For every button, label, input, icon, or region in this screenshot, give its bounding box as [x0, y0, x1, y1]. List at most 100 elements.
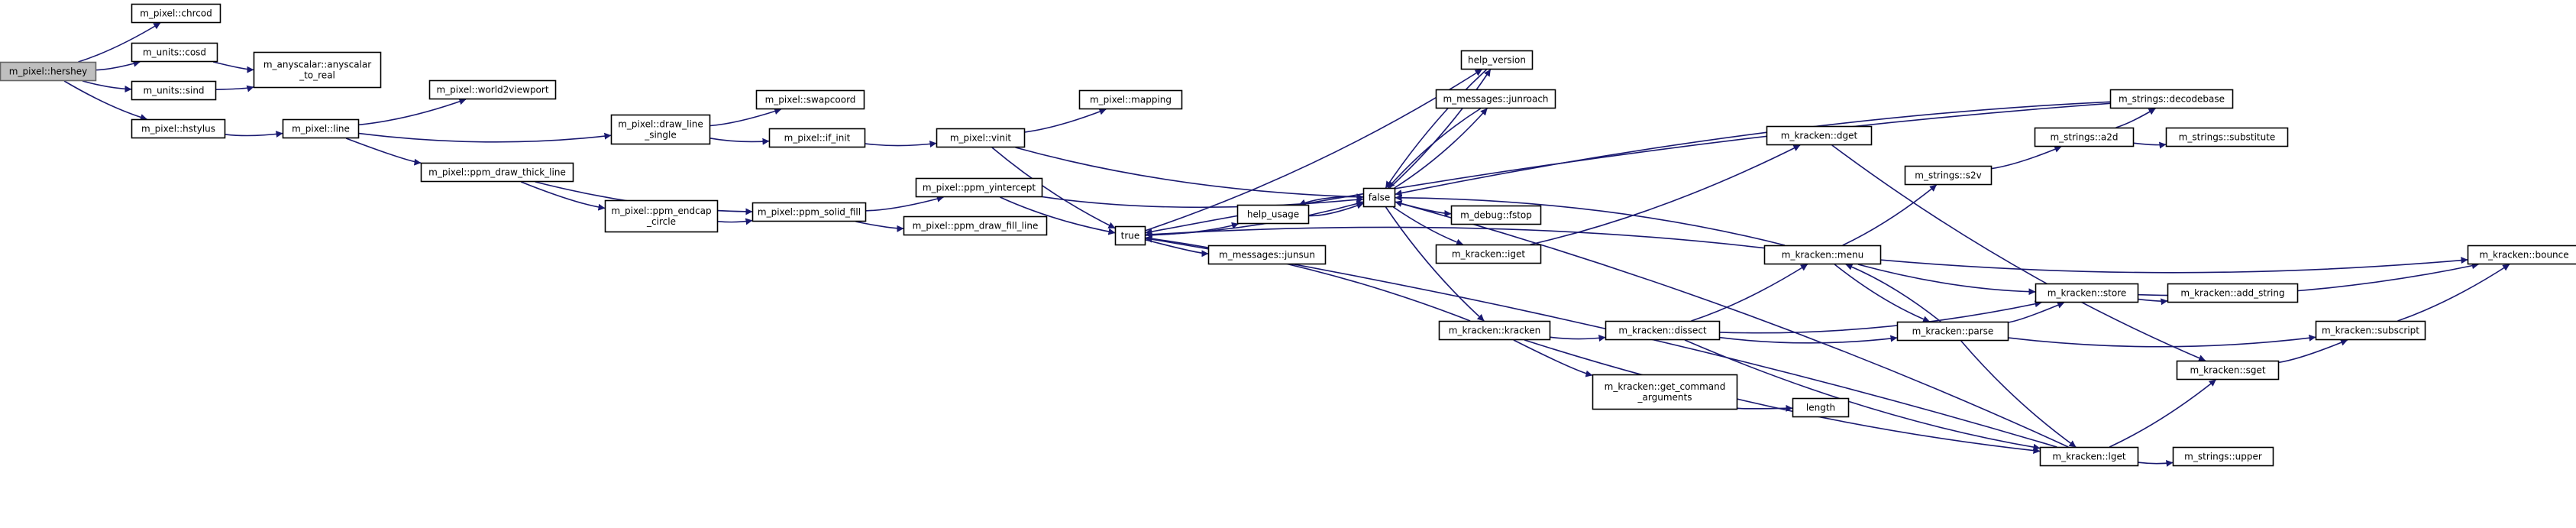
- node-box-s2v[interactable]: [1904, 165, 1993, 186]
- node-decodebase[interactable]: m_strings::decodebase: [2109, 89, 2234, 109]
- node-box-fstop[interactable]: [1450, 205, 1542, 225]
- edge-a2d-to-decodebase: [2115, 108, 2156, 128]
- edge-cosd-to-anyscalar: [213, 61, 254, 73]
- node-box-draw_line_single[interactable]: [610, 114, 711, 145]
- node-box-junsun[interactable]: [1207, 245, 1327, 265]
- edge-false-to-iget: [1392, 206, 1464, 246]
- node-true[interactable]: true: [1114, 225, 1146, 246]
- node-add_string[interactable]: m_kracken::add_string: [2167, 283, 2299, 303]
- node-box-junroach[interactable]: [1435, 89, 1556, 109]
- node-box-anyscalar[interactable]: [253, 51, 382, 89]
- node-box-upper[interactable]: [2172, 446, 2274, 467]
- node-box-chrcod[interactable]: [131, 3, 221, 24]
- node-box-sget[interactable]: [2176, 360, 2280, 381]
- node-false[interactable]: false: [1362, 187, 1396, 208]
- node-box-store[interactable]: [2035, 283, 2139, 303]
- node-box-world2viewport[interactable]: [428, 79, 557, 100]
- node-junsun[interactable]: m_messages::junsun: [1207, 245, 1327, 265]
- node-box-ppm_solid_fill[interactable]: [751, 202, 867, 222]
- node-label-if_init: m_pixel::if_init: [784, 133, 851, 144]
- node-junroach[interactable]: m_messages::junroach: [1435, 89, 1556, 109]
- node-box-if_init[interactable]: [768, 128, 866, 148]
- edge-lget-to-sget: [2109, 379, 2216, 448]
- node-box-hstylus[interactable]: [131, 118, 226, 139]
- node-box-decodebase[interactable]: [2109, 89, 2234, 109]
- node-box-mapping[interactable]: [1078, 89, 1183, 110]
- edge-false-to-help_usage: [1298, 196, 1364, 206]
- node-help_version[interactable]: help_version: [1460, 50, 1534, 70]
- edge-help_usage-to-false: [1308, 202, 1364, 217]
- node-mapping[interactable]: m_pixel::mapping: [1078, 89, 1183, 110]
- node-menu[interactable]: m_kracken::menu: [1763, 245, 1882, 265]
- node-help_usage[interactable]: help_usage: [1236, 204, 1310, 225]
- node-hershey[interactable]: m_pixel::hershey: [0, 61, 97, 82]
- node-iget[interactable]: m_kracken::iget: [1435, 244, 1542, 264]
- node-box-parse[interactable]: [1896, 321, 2009, 342]
- node-box-true[interactable]: [1114, 225, 1146, 246]
- node-fstop[interactable]: m_debug::fstop: [1450, 205, 1542, 225]
- node-box-cosd[interactable]: [131, 42, 218, 63]
- edge-ppm_yintercept-to-true: [1000, 196, 1116, 235]
- node-box-hershey[interactable]: [0, 61, 97, 82]
- node-sget[interactable]: m_kracken::sget: [2176, 360, 2280, 381]
- node-box-iget[interactable]: [1435, 244, 1542, 264]
- node-store[interactable]: m_kracken::store: [2035, 283, 2139, 303]
- node-box-subscript[interactable]: [2315, 320, 2426, 341]
- node-box-length[interactable]: [1792, 397, 1850, 418]
- node-box-add_string[interactable]: [2167, 283, 2299, 303]
- node-box-ppm_yintercept[interactable]: [915, 177, 1043, 198]
- node-substitute[interactable]: m_strings::substitute: [2165, 127, 2289, 147]
- node-box-vinit[interactable]: [936, 128, 1026, 148]
- node-label-length: length: [1806, 403, 1835, 413]
- node-length[interactable]: length: [1792, 397, 1850, 418]
- node-box-substitute[interactable]: [2165, 127, 2289, 147]
- edge-vinit-to-true: [991, 147, 1116, 229]
- node-sind[interactable]: m_units::sind: [131, 80, 217, 101]
- node-box-ppm_draw_fill_line[interactable]: [903, 215, 1048, 236]
- edge-hershey-to-chrcod: [78, 22, 161, 63]
- node-box-sind[interactable]: [131, 80, 217, 101]
- node-draw_line_single[interactable]: m_pixel::draw_line_single: [610, 114, 711, 145]
- node-ppm_draw_thick_line[interactable]: m_pixel::ppm_draw_thick_line: [420, 162, 574, 183]
- node-s2v[interactable]: m_strings::s2v: [1904, 165, 1993, 186]
- node-ppm_draw_fill_line[interactable]: m_pixel::ppm_draw_fill_line: [903, 215, 1048, 236]
- node-get_command_arguments[interactable]: m_kracken::get_command_arguments: [1592, 374, 1738, 410]
- node-ppm_yintercept[interactable]: m_pixel::ppm_yintercept: [915, 177, 1043, 198]
- node-dissect[interactable]: m_kracken::dissect: [1605, 320, 1721, 341]
- node-world2viewport[interactable]: m_pixel::world2viewport: [428, 79, 557, 100]
- node-box-get_command_arguments[interactable]: [1592, 374, 1738, 410]
- node-box-dissect[interactable]: [1605, 320, 1721, 341]
- node-box-help_usage[interactable]: [1236, 204, 1310, 225]
- node-cosd[interactable]: m_units::cosd: [131, 42, 218, 63]
- node-box-dget[interactable]: [1766, 125, 1873, 146]
- node-lget[interactable]: m_kracken::lget: [2039, 446, 2139, 467]
- node-box-kracken[interactable]: [1438, 320, 1551, 341]
- node-box-lget[interactable]: [2039, 446, 2139, 467]
- node-box-bounce[interactable]: [2467, 245, 2576, 265]
- node-vinit[interactable]: m_pixel::vinit: [936, 128, 1026, 148]
- node-upper[interactable]: m_strings::upper: [2172, 446, 2274, 467]
- node-if_init[interactable]: m_pixel::if_init: [768, 128, 866, 148]
- node-box-ppm_endcap_circle[interactable]: [604, 199, 719, 233]
- node-box-ppm_draw_thick_line[interactable]: [420, 162, 574, 183]
- node-box-help_version[interactable]: [1460, 50, 1534, 70]
- node-box-line[interactable]: [282, 118, 360, 139]
- node-swapcoord[interactable]: m_pixel::swapcoord: [755, 89, 865, 110]
- node-a2d[interactable]: m_strings::a2d: [2034, 127, 2135, 147]
- node-anyscalar[interactable]: m_anyscalar::anyscalar_to_real: [253, 51, 382, 89]
- node-box-a2d[interactable]: [2034, 127, 2135, 147]
- node-label-cosd: m_units::cosd: [143, 47, 206, 58]
- node-box-false[interactable]: [1362, 187, 1396, 208]
- node-line[interactable]: m_pixel::line: [282, 118, 360, 139]
- node-ppm_solid_fill[interactable]: m_pixel::ppm_solid_fill: [751, 202, 867, 222]
- node-box-swapcoord[interactable]: [755, 89, 865, 110]
- node-hstylus[interactable]: m_pixel::hstylus: [131, 118, 226, 139]
- node-ppm_endcap_circle[interactable]: m_pixel::ppm_endcap_circle: [604, 199, 719, 233]
- node-chrcod[interactable]: m_pixel::chrcod: [131, 3, 221, 24]
- node-bounce[interactable]: m_kracken::bounce: [2467, 245, 2576, 265]
- node-box-menu[interactable]: [1763, 245, 1882, 265]
- node-kracken[interactable]: m_kracken::kracken: [1438, 320, 1551, 341]
- node-subscript[interactable]: m_kracken::subscript: [2315, 320, 2426, 341]
- node-parse[interactable]: m_kracken::parse: [1896, 321, 2009, 342]
- node-dget[interactable]: m_kracken::dget: [1766, 125, 1873, 146]
